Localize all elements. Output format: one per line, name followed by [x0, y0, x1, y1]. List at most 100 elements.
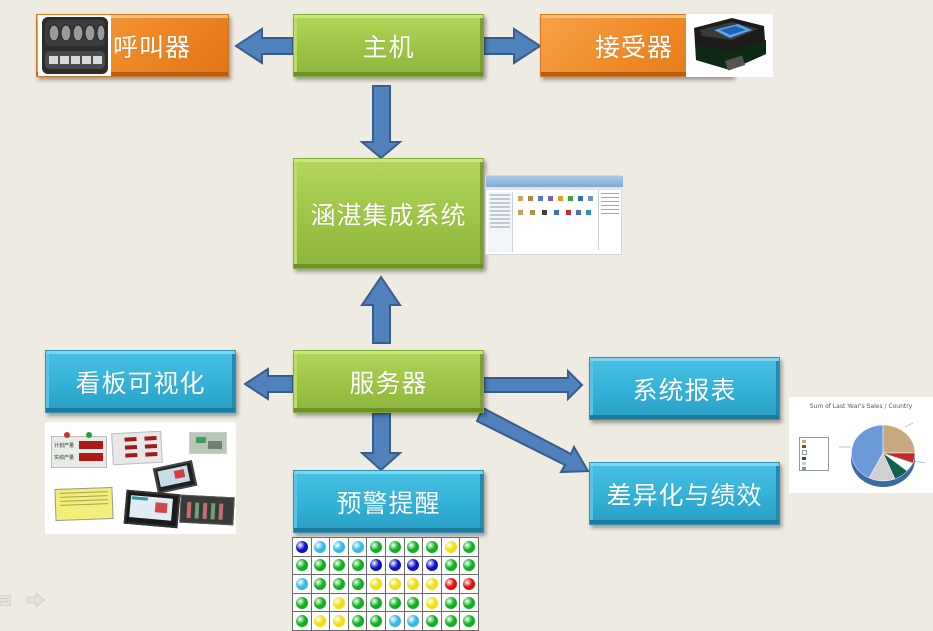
status-ball [370, 596, 383, 609]
host-box[interactable]: 主机 [293, 14, 484, 77]
kanban-box[interactable]: 看板可视化 [45, 350, 236, 413]
status-ball [444, 596, 457, 609]
status-ball [295, 540, 308, 553]
status-ball [332, 540, 345, 553]
arrow-server-to-kanban [243, 367, 294, 401]
receiver-label: 接受器 [595, 32, 674, 62]
server-label: 服务器 [349, 368, 428, 398]
status-ball [407, 615, 420, 628]
caller-device-image [38, 15, 111, 76]
arrow-host-to-system [359, 85, 403, 160]
status-ball [388, 615, 401, 628]
pie-slice-germany [868, 452, 896, 482]
status-ball [425, 577, 438, 590]
status-ball [351, 577, 364, 590]
receiver-device-image [686, 14, 773, 77]
grid-cell [460, 593, 479, 613]
grid-cell [404, 556, 424, 576]
status-ball [370, 615, 383, 628]
sales-pie-thumbnail: Sum of Last Year's Sales / Country [789, 397, 933, 493]
status-ball [295, 596, 308, 609]
grid-cell [423, 575, 442, 594]
status-ball [332, 577, 345, 590]
grid-cell [348, 593, 368, 613]
status-ball [314, 540, 327, 553]
status-ball [444, 540, 457, 553]
alert-box[interactable]: 预警提醒 [293, 470, 484, 533]
status-ball [295, 577, 308, 590]
status-ball [407, 559, 420, 572]
grid-cell [385, 575, 405, 594]
grid-cell [441, 575, 461, 594]
status-ball [388, 596, 401, 609]
alert-status-grid [292, 537, 479, 631]
status-ball [332, 596, 345, 609]
grid-cell [348, 575, 368, 594]
menu-icon[interactable] [0, 595, 11, 606]
alert-label: 预警提醒 [336, 488, 441, 518]
status-ball [463, 540, 476, 553]
grid-cell [423, 538, 442, 557]
arrow-host-to-caller [234, 27, 294, 65]
arrow-server-to-alert [359, 412, 403, 472]
host-label: 主机 [362, 32, 415, 62]
kanban-actual-label: 实绩产量 [54, 455, 75, 461]
kanban-displays-image: 计划产量 实绩产量 [45, 422, 236, 534]
caller-label: 呼叫器 [113, 32, 192, 62]
grid-cell [367, 575, 386, 594]
arrow-host-to-receiver [483, 27, 542, 65]
arrow-server-to-performance [475, 406, 590, 474]
grid-cell [367, 538, 386, 557]
grid-cell [293, 593, 312, 613]
performance-box[interactable]: 差异化与绩效 [589, 462, 780, 525]
pie-chart [839, 422, 926, 487]
next-arrow-icon[interactable] [26, 592, 46, 608]
status-ball [351, 559, 364, 572]
grid-cell [330, 593, 349, 613]
status-ball [388, 577, 401, 590]
integrated-system-label: 涵湛集成系统 [310, 200, 467, 230]
pie-slice-others [851, 424, 884, 479]
grid-cell [330, 575, 349, 594]
system-report-box[interactable]: 系统报表 [589, 357, 780, 420]
grid-cell [311, 593, 331, 613]
status-ball [314, 596, 327, 609]
pie-slice-usa [882, 424, 916, 454]
status-ball [444, 559, 457, 572]
grid-cell [367, 556, 386, 576]
grid-cell [311, 575, 331, 594]
status-ball [295, 559, 308, 572]
status-ball [314, 615, 327, 628]
grid-cell [385, 593, 405, 613]
grid-cell [404, 593, 424, 613]
system-report-label: 系统报表 [632, 375, 737, 405]
grid-cell [460, 556, 479, 576]
performance-label: 差异化与绩效 [606, 480, 763, 510]
status-ball [407, 577, 420, 590]
status-ball [351, 540, 364, 553]
grid-cell [330, 556, 349, 576]
status-ball [332, 559, 345, 572]
grid-cell [348, 556, 368, 576]
status-ball [444, 577, 457, 590]
arrow-server-to-report [483, 368, 584, 402]
grid-cell [367, 593, 386, 613]
status-ball [370, 540, 383, 553]
grid-cell [441, 556, 461, 576]
status-ball [370, 559, 383, 572]
status-ball [425, 615, 438, 628]
grid-cell [423, 593, 442, 613]
status-ball [463, 559, 476, 572]
status-ball [332, 615, 345, 628]
server-box[interactable]: 服务器 [293, 350, 484, 413]
status-ball [425, 559, 438, 572]
grid-cell [311, 556, 331, 576]
pie-legend [799, 437, 829, 471]
kanban-label: 看板可视化 [75, 368, 206, 398]
pie-title: Sum of Last Year's Sales / Country [809, 403, 913, 410]
grid-cell [441, 593, 461, 613]
status-ball [388, 559, 401, 572]
integrated-system-box[interactable]: 涵湛集成系统 [293, 158, 484, 269]
grid-cell [385, 556, 405, 576]
